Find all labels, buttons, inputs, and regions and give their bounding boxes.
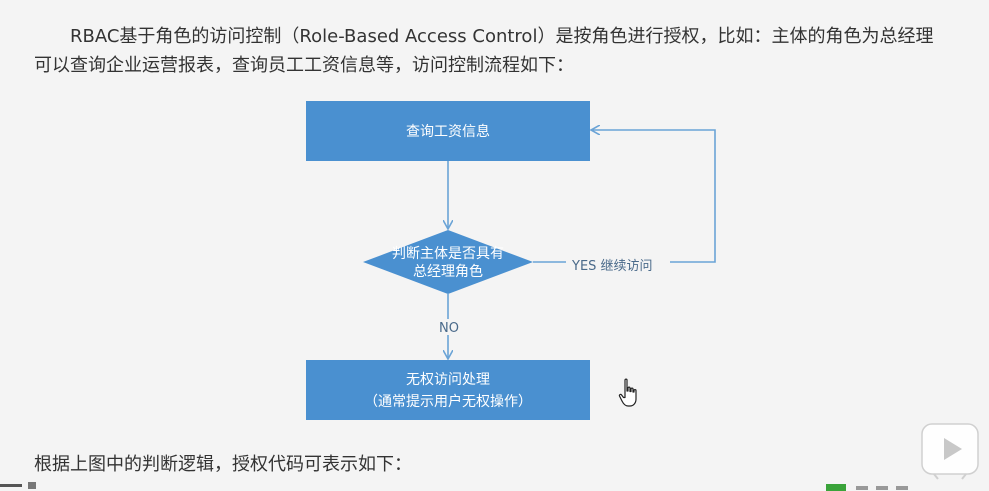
cut-off-toolbar-fragment	[826, 484, 908, 491]
intro-line-2: 可以查询企业运营报表，查询员工工资信息等，访问控制流程如下：	[34, 55, 574, 76]
role-check-label-1: 判断主体是否具有	[392, 246, 504, 262]
hand-pointer-icon	[618, 378, 637, 407]
query-salary-box	[306, 101, 590, 161]
query-salary-label: 查询工资信息	[406, 123, 490, 140]
cut-off-text-fragment	[0, 482, 36, 489]
no-permission-label-1: 无权访问处理	[406, 372, 490, 388]
outro-paragraph: 根据上图中的判断逻辑，授权代码可表示如下：	[34, 454, 412, 475]
no-permission-box	[306, 360, 590, 420]
yes-label: YES 继续访问	[571, 259, 653, 274]
intro-line-1: RBAC基于角色的访问控制（Role-Based Access Control）…	[34, 22, 979, 51]
play-icon	[921, 423, 979, 480]
intro-paragraph: RBAC基于角色的访问控制（Role-Based Access Control）…	[34, 22, 979, 80]
intro-line-1-text: RBAC基于角色的访问控制（Role-Based Access Control）…	[70, 26, 934, 47]
role-check-label-2: 总经理角色	[413, 263, 483, 280]
no-label: NO	[439, 321, 459, 336]
no-permission-label-2: （通常提示用户无权操作）	[364, 393, 532, 410]
yes-label-bg	[566, 256, 670, 274]
role-check-diamond	[363, 230, 533, 294]
no-label-bg	[437, 319, 467, 335]
